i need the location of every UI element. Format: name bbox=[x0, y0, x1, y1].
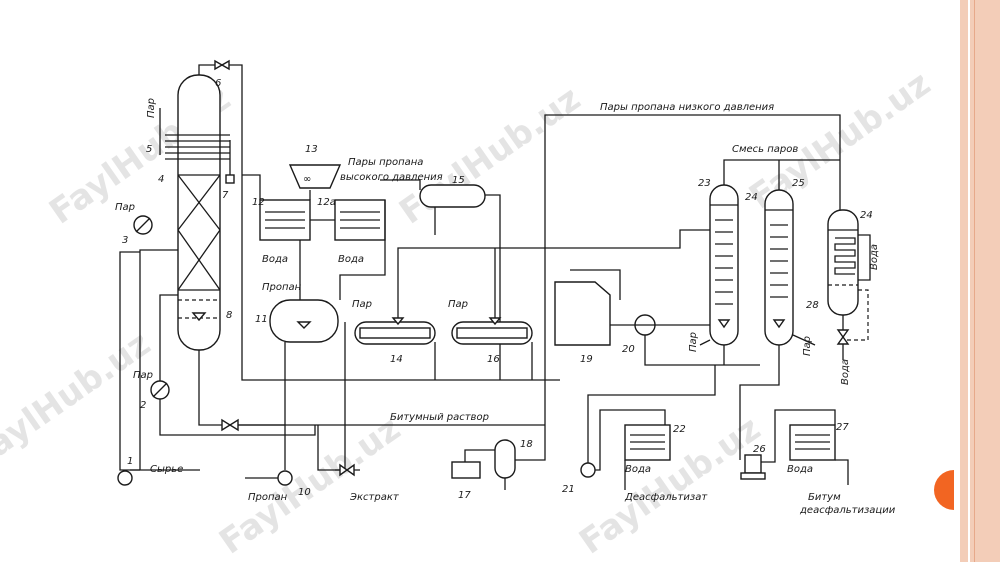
condenser-12 bbox=[259, 199, 311, 241]
number-17: 17 bbox=[458, 490, 471, 501]
pump-10 bbox=[277, 470, 293, 486]
watermark-6: FaylHub.uz bbox=[0, 324, 158, 478]
label-low-pressure-vapors: Пары пропана низкого давления bbox=[600, 102, 774, 113]
pump-26 bbox=[740, 454, 766, 480]
label-steam-16: Пар bbox=[448, 299, 468, 310]
label-vapor-mixture: Смесь паров bbox=[732, 144, 798, 155]
heater-3 bbox=[133, 215, 153, 235]
number-5: 5 bbox=[146, 144, 152, 155]
evaporator-16 bbox=[451, 317, 533, 345]
number-24-mid: 24 bbox=[745, 192, 758, 203]
number-12a: 12а bbox=[317, 197, 336, 208]
heater-2 bbox=[150, 380, 170, 400]
label-steam-column: Пар bbox=[146, 98, 157, 118]
label-high-pressure-2: высокого давления bbox=[340, 172, 443, 183]
watermark-2: FaylHub.uz bbox=[392, 79, 588, 233]
number-18: 18 bbox=[520, 439, 533, 450]
extraction-column-4 bbox=[165, 74, 230, 351]
label-steam-23: Пар bbox=[688, 332, 699, 352]
number-2: 2 bbox=[140, 400, 146, 411]
label-water-12: Вода bbox=[262, 254, 288, 265]
pump-1 bbox=[117, 470, 133, 486]
condenser-12a bbox=[334, 199, 386, 241]
number-11: 11 bbox=[255, 314, 268, 325]
stripping-column-25 bbox=[764, 189, 794, 346]
condenser-column-24 bbox=[827, 209, 871, 341]
air-cooler-13: ∞ bbox=[288, 164, 342, 189]
label-steam-25: Пар bbox=[802, 336, 813, 356]
number-12: 12 bbox=[252, 197, 265, 208]
label-propane-in: Пропан bbox=[262, 282, 302, 293]
number-25: 25 bbox=[792, 178, 805, 189]
label-steam-heater-2: Пар bbox=[133, 370, 153, 381]
label-bitumen-2: деасфальтизации bbox=[799, 505, 896, 516]
number-16: 16 bbox=[487, 354, 500, 365]
number-8: 8 bbox=[226, 310, 232, 321]
watermark-group: FaylHub.uz FaylHub.uz FaylHub.uz FaylHub… bbox=[0, 64, 938, 562]
number-7: 7 bbox=[222, 190, 229, 201]
label-extract: Экстракт bbox=[349, 492, 400, 503]
number-24-right: 24 bbox=[860, 210, 873, 221]
number-28: 28 bbox=[806, 300, 819, 311]
label-steam-heater-3: Пар bbox=[115, 202, 135, 213]
number-19: 19 bbox=[580, 354, 593, 365]
number-23: 23 bbox=[698, 178, 711, 189]
number-4: 4 bbox=[158, 174, 164, 185]
label-propane-bottom: Пропан bbox=[248, 492, 288, 503]
next-slide-button[interactable] bbox=[934, 470, 954, 510]
number-6: 6 bbox=[215, 78, 221, 89]
label-deasphaltizate: Деасфальтизат bbox=[624, 492, 708, 503]
number-15: 15 bbox=[452, 175, 465, 186]
settler-19 bbox=[554, 269, 621, 346]
number-26: 26 bbox=[753, 444, 766, 455]
receiver-11 bbox=[269, 299, 339, 343]
number-22: 22 bbox=[673, 424, 686, 435]
slide-decorative-border bbox=[960, 0, 1000, 562]
label-steam-14: Пар bbox=[352, 299, 372, 310]
valve-5 bbox=[221, 418, 239, 432]
cooler-22 bbox=[624, 424, 671, 461]
valve-extract bbox=[339, 463, 355, 477]
number-10: 10 bbox=[298, 487, 311, 498]
label-water-24: Вода bbox=[869, 244, 880, 270]
number-13: 13 bbox=[305, 144, 318, 155]
pump-21 bbox=[580, 462, 596, 478]
number-1: 1 bbox=[127, 456, 133, 467]
valve-24-bottom bbox=[836, 329, 850, 345]
evaporator-14 bbox=[354, 317, 436, 345]
valve-6 bbox=[214, 59, 230, 71]
stripping-column-23 bbox=[709, 184, 739, 346]
drum-15 bbox=[419, 184, 486, 235]
number-14: 14 bbox=[390, 354, 403, 365]
tank-17 bbox=[451, 461, 481, 479]
label-feed: Сырье bbox=[150, 464, 183, 475]
number-20: 20 bbox=[622, 344, 635, 355]
label-bitumen-solution: Битумный раствор bbox=[390, 412, 489, 423]
label-bitumen-1: Битум bbox=[808, 492, 841, 503]
label-water-22: Вода bbox=[625, 464, 651, 475]
separator-18 bbox=[494, 439, 516, 479]
number-27: 27 bbox=[836, 422, 849, 433]
label-water-27: Вода bbox=[787, 464, 813, 475]
number-21: 21 bbox=[562, 484, 575, 495]
label-high-pressure-1: Пары пропана bbox=[348, 157, 423, 168]
heater-20 bbox=[634, 314, 656, 336]
cooler-27 bbox=[789, 424, 836, 461]
label-water-out: Вода bbox=[840, 359, 851, 385]
number-3: 3 bbox=[122, 235, 128, 246]
svg-text:∞: ∞ bbox=[303, 174, 311, 185]
watermark-4: FaylHub.uz bbox=[212, 409, 408, 562]
label-water-12a: Вода bbox=[338, 254, 364, 265]
